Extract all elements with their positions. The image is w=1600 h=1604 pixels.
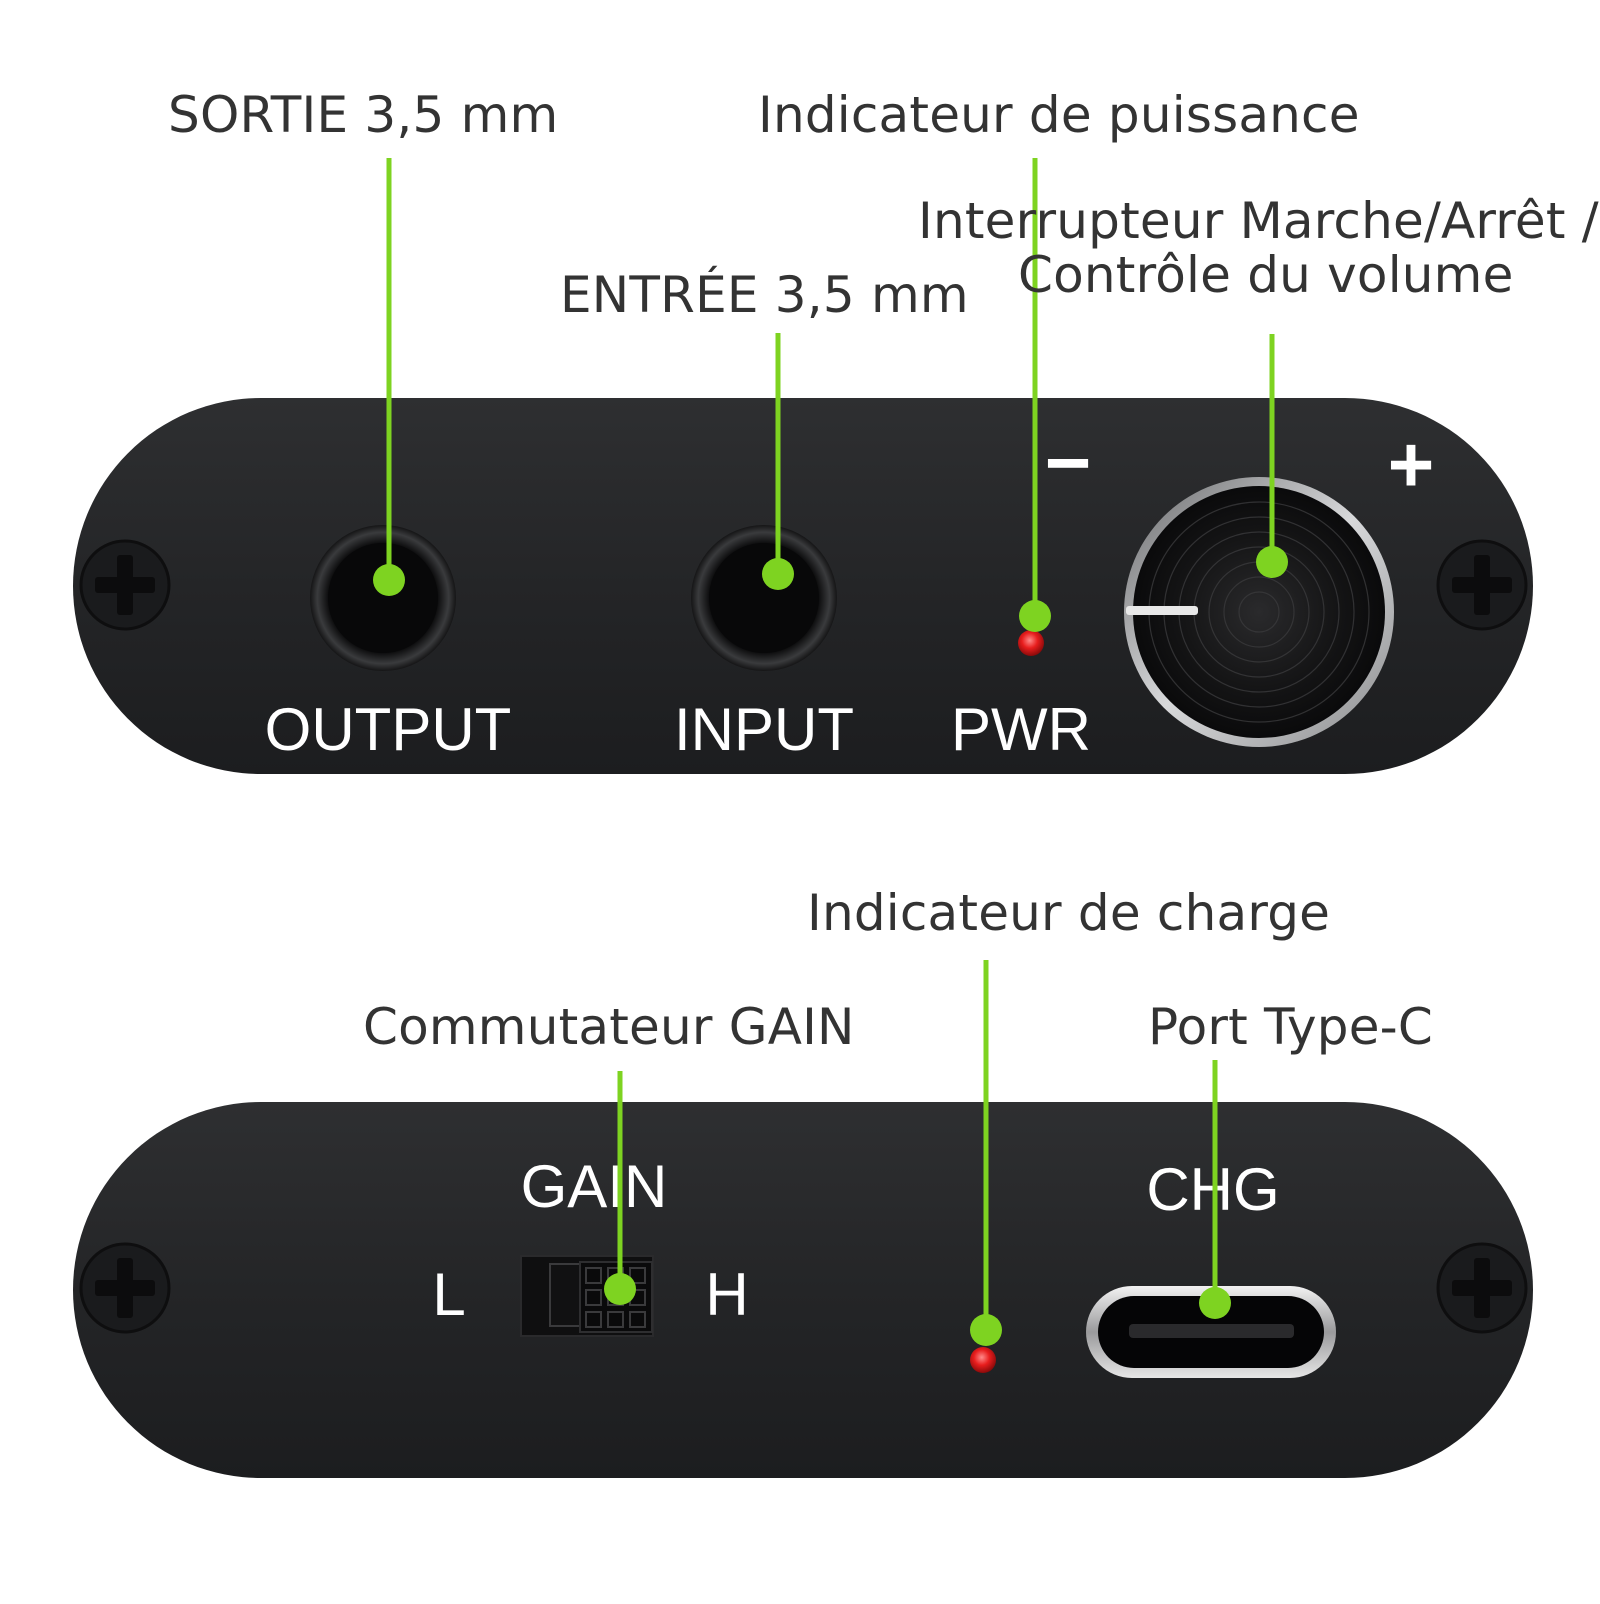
callout-charge-led: Indicateur de charge xyxy=(807,884,1331,942)
leader-input xyxy=(762,333,794,590)
usb-c-port[interactable] xyxy=(1086,1286,1336,1378)
knob-indicator-mark xyxy=(1126,606,1198,615)
callout-power-led: Indicateur de puissance xyxy=(758,86,1360,144)
screw-right-top xyxy=(1436,539,1528,631)
rear-panel: GAIN L H CHG xyxy=(73,1102,1533,1478)
volume-minus-symbol: − xyxy=(1045,418,1092,507)
gain-high-label: H xyxy=(705,1261,748,1328)
gain-label: GAIN xyxy=(521,1153,668,1220)
rear-panel-body xyxy=(73,1102,1533,1478)
callout-output: SORTIE 3,5 mm xyxy=(168,86,559,144)
leader-usb xyxy=(1199,1060,1231,1319)
leader-power-led xyxy=(1019,158,1051,632)
power-label: PWR xyxy=(951,696,1091,763)
screw-right-bottom xyxy=(1436,1242,1528,1334)
charge-led xyxy=(970,1347,996,1373)
callout-knob-line1: Interrupteur Marche/Arrêt / xyxy=(918,192,1599,250)
leader-knob xyxy=(1256,334,1288,578)
output-jack[interactable] xyxy=(310,525,456,671)
screw-left-bottom xyxy=(79,1242,171,1334)
leader-gain xyxy=(604,1071,636,1305)
leader-output xyxy=(373,158,405,596)
callout-usb-port: Port Type-C xyxy=(1148,998,1434,1056)
gain-low-label: L xyxy=(432,1261,465,1328)
power-led xyxy=(1018,630,1044,656)
callout-gain-switch: Commutateur GAIN xyxy=(363,998,855,1056)
output-label: OUTPUT xyxy=(265,696,512,763)
front-panel: OUTPUT INPUT PWR − + xyxy=(73,398,1533,774)
callout-knob-line2: Contrôle du volume xyxy=(1018,246,1514,304)
volume-knob[interactable] xyxy=(1124,477,1394,747)
leader-charge-led xyxy=(970,960,1002,1346)
input-label: INPUT xyxy=(674,696,854,763)
input-jack[interactable] xyxy=(691,525,837,671)
screw-left-top xyxy=(79,539,171,631)
leader-lines xyxy=(373,158,1288,1346)
volume-plus-symbol: + xyxy=(1388,420,1435,509)
callout-input: ENTRÉE 3,5 mm xyxy=(560,266,969,324)
